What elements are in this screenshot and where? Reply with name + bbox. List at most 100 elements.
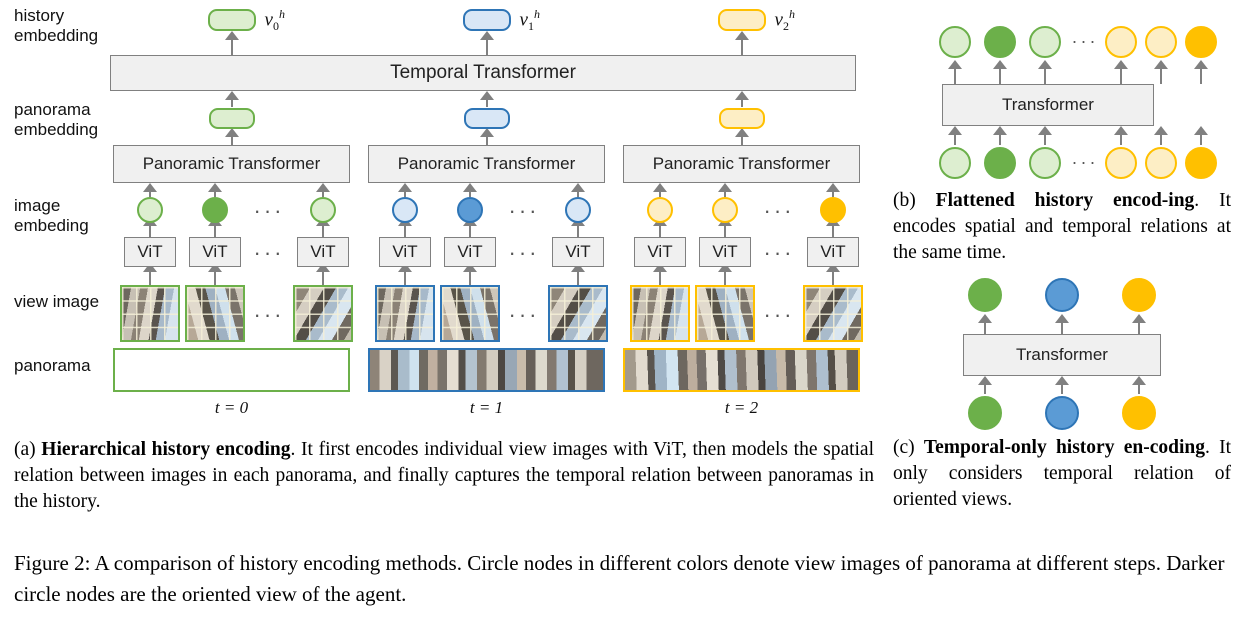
panel-a-caption-prefix: (a) bbox=[14, 439, 36, 460]
arrow-stem bbox=[214, 225, 216, 237]
image-embedding-circle-t0-v1-oriented bbox=[202, 197, 228, 223]
arrow-head bbox=[1154, 126, 1168, 135]
arrow-stem bbox=[740, 136, 743, 145]
arrow-head bbox=[1038, 126, 1052, 135]
history-token-symbol-t2: v2h bbox=[774, 7, 795, 34]
image-embedding-circle-t1-v1-oriented bbox=[457, 197, 483, 223]
arrow-stem bbox=[469, 225, 471, 237]
panoramic-transformer-box-t0: Panoramic Transformer bbox=[113, 145, 350, 183]
panel-b-output-node-6 bbox=[1185, 26, 1217, 58]
arrow-stem bbox=[832, 271, 834, 285]
arrow-head bbox=[1055, 314, 1069, 323]
arrow-stem bbox=[724, 271, 726, 285]
arrow-stem bbox=[214, 271, 216, 285]
panel-b-input-node-1 bbox=[984, 147, 1016, 179]
arrow-stem bbox=[214, 191, 216, 197]
history-embedding-pill-t0 bbox=[207, 9, 256, 31]
panel-b-input-node-2 bbox=[1029, 147, 1061, 179]
ellipsis-view-image-t2: ··· bbox=[763, 301, 795, 327]
timestep-label-t0: t = 0 bbox=[214, 398, 249, 417]
arrow-head bbox=[463, 183, 477, 192]
arrow-head bbox=[1132, 314, 1146, 323]
panel-c-input-node-blue bbox=[1045, 396, 1079, 430]
ellipsis-vit-t0: ··· bbox=[253, 240, 285, 265]
history-embedding-pill-t1 bbox=[462, 9, 511, 31]
panel-c-arrow-out-yellow bbox=[1132, 314, 1146, 334]
arrow-head bbox=[143, 263, 157, 272]
image-embedding-circle-t2-v0 bbox=[647, 197, 673, 223]
arrow-stem bbox=[485, 99, 488, 107]
image-embedding-circle-t0-v2 bbox=[310, 197, 336, 223]
timestep-label-t1: t = 1 bbox=[469, 398, 504, 417]
arrow-stem bbox=[322, 225, 324, 237]
row-label-history-embedding-line1: history bbox=[14, 6, 65, 25]
arrow-stem bbox=[659, 191, 661, 197]
arrow-temporal-to-historyembedding-t1 bbox=[479, 31, 494, 55]
panel-b-arrow-in-2 bbox=[1038, 126, 1052, 145]
history-token-symbol-t1: v1h bbox=[519, 7, 540, 34]
arrow-stem bbox=[469, 271, 471, 285]
arrow-head bbox=[398, 183, 412, 192]
arrow-head bbox=[1038, 60, 1052, 69]
arrow-stem bbox=[1200, 68, 1202, 84]
arrow-head bbox=[734, 91, 749, 100]
arrow-stem bbox=[577, 191, 579, 197]
panel-b-caption-prefix: (b) bbox=[893, 190, 916, 211]
arrow-stem bbox=[404, 191, 406, 197]
vit-box-t0-v0: ViT bbox=[124, 237, 176, 267]
arrow-head bbox=[479, 128, 494, 137]
arrow-stem bbox=[1120, 68, 1122, 84]
arrow-stem bbox=[1138, 322, 1140, 334]
panel-a-caption-bold: Hierarchical history encoding bbox=[41, 439, 291, 460]
panel-b-output-node-4 bbox=[1105, 26, 1137, 58]
panel-c-input-node-yellow bbox=[1122, 396, 1156, 430]
arrow-stem bbox=[149, 225, 151, 237]
vit-box-t1-v1: ViT bbox=[444, 237, 496, 267]
arrow-stem bbox=[230, 136, 233, 145]
row-label-panorama: panorama bbox=[14, 356, 119, 376]
arrow-head bbox=[978, 314, 992, 323]
panel-b-arrow-out-5 bbox=[1154, 60, 1168, 84]
patch-grid-overlay bbox=[377, 287, 433, 340]
arrow-view-to-vit-t2-v2 bbox=[826, 263, 840, 285]
arrow-stem bbox=[230, 39, 233, 55]
arrow-embedding-to-panoramic-t2-v0 bbox=[653, 183, 667, 197]
figure-caption-label: Figure 2: bbox=[14, 551, 91, 575]
arrow-stem bbox=[404, 225, 406, 237]
arrow-head bbox=[479, 91, 494, 100]
arrow-view-to-vit-t2-v0 bbox=[653, 263, 667, 285]
arrow-head bbox=[208, 183, 222, 192]
arrow-stem bbox=[149, 191, 151, 197]
arrow-embedding-to-panoramic-t0-v2 bbox=[316, 183, 330, 197]
arrow-view-to-vit-t2-v1 bbox=[718, 263, 732, 285]
row-label-panorama-embedding-line2: embedding bbox=[14, 120, 99, 139]
arrow-temporal-to-historyembedding-t0 bbox=[224, 31, 239, 55]
arrow-view-to-vit-t1-v0 bbox=[398, 263, 412, 285]
panoramic-transformer-box-t1: Panoramic Transformer bbox=[368, 145, 605, 183]
panel-b-arrow-in-4 bbox=[1114, 126, 1128, 145]
panel-a-caption-rest: . It first encodes individual view image… bbox=[14, 439, 875, 512]
view-image-t0-v2 bbox=[293, 285, 353, 342]
arrow-stem bbox=[954, 134, 956, 145]
vit-box-t2-v2: ViT bbox=[807, 237, 859, 267]
arrow-head bbox=[463, 263, 477, 272]
vit-box-t0-v2: ViT bbox=[297, 237, 349, 267]
row-label-image-embedding-line2: embeding bbox=[14, 216, 89, 235]
panel-b-caption-rest: . It encodes spatial and temporal relati… bbox=[893, 190, 1231, 263]
arrow-stem bbox=[740, 99, 743, 107]
patch-grid-overlay bbox=[697, 287, 753, 340]
arrow-head bbox=[718, 183, 732, 192]
view-image-t1-v2 bbox=[548, 285, 608, 342]
view-image-t2-v1 bbox=[695, 285, 755, 342]
arrow-view-to-vit-t0-v1 bbox=[208, 263, 222, 285]
panel-b-output-node-1 bbox=[984, 26, 1016, 58]
arrow-panoramic-to-panoembedding-t2 bbox=[734, 128, 749, 145]
view-image-t1-v1 bbox=[440, 285, 500, 342]
panoramic-transformer-box-t2: Panoramic Transformer bbox=[623, 145, 860, 183]
arrow-head bbox=[826, 183, 840, 192]
arrow-temporal-to-historyembedding-t2 bbox=[734, 31, 749, 55]
arrow-head bbox=[1194, 60, 1208, 69]
arrow-head bbox=[718, 263, 732, 272]
panel-b-arrow-in-5 bbox=[1154, 126, 1168, 145]
